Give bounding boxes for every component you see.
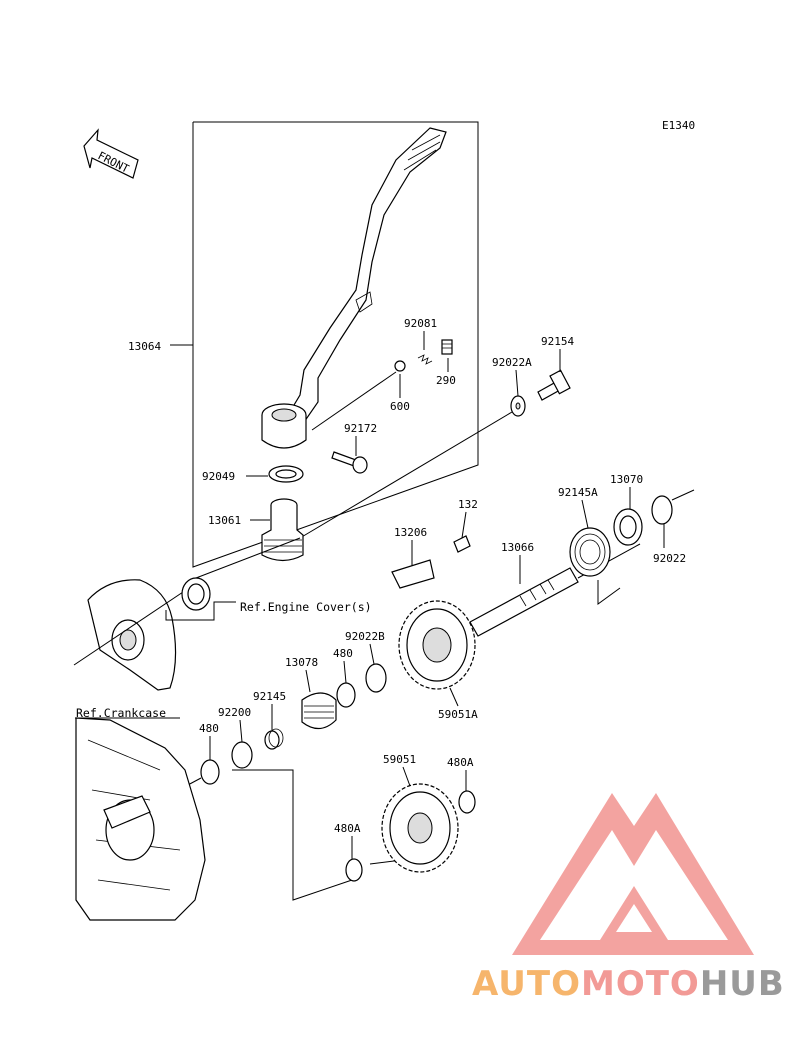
washer-92022a [299, 395, 526, 539]
label-92200: 92200 [218, 706, 251, 719]
oil-seal-92049 [268, 465, 304, 483]
washer-92200 [231, 741, 253, 769]
label-13066: 13066 [501, 541, 534, 554]
gear-59051 [381, 783, 459, 873]
ball-600 [311, 360, 406, 431]
label-92022b: 92022B [345, 630, 385, 643]
ref-engine-cover: Ref.Engine Cover(s) [240, 600, 372, 614]
kick-pedal-assembly-bracket [170, 121, 479, 568]
label-13064: 13064 [128, 340, 161, 353]
label-13061: 13061 [208, 514, 241, 527]
crankcase-outline [75, 717, 206, 921]
label-480-lower: 480 [199, 722, 219, 735]
kick-pedal-lever [261, 127, 447, 449]
label-600: 600 [390, 400, 410, 413]
label-480-upper: 480 [333, 647, 353, 660]
engine-cover-outline [73, 537, 301, 691]
watermark-text: AUTOMOTOHUB [472, 964, 785, 1004]
boss-13061 [261, 498, 304, 562]
label-92154: 92154 [541, 335, 574, 348]
kick-shaft-13066 [469, 543, 641, 637]
stopper-13206 [391, 559, 435, 589]
label-290: 290 [436, 374, 456, 387]
label-92049: 92049 [202, 470, 235, 483]
label-59051: 59051 [383, 753, 416, 766]
label-13070: 13070 [610, 473, 643, 486]
label-59051a: 59051A [438, 708, 478, 721]
ref-crankcase: Ref.Crankcase [76, 706, 166, 720]
watermark-moto: MOTO [581, 964, 700, 1004]
label-132: 132 [458, 498, 478, 511]
diagram-code: E1340 [662, 119, 695, 132]
spring-guide-13070 [613, 508, 643, 546]
watermark-auto: AUTO [472, 964, 581, 1004]
washer-92022 [651, 489, 695, 525]
circlip-480-upper [336, 682, 356, 708]
label-92022: 92022 [653, 552, 686, 565]
return-spring-92145a [569, 527, 621, 605]
leader-lines [209, 331, 665, 859]
automotohub-logo-icon [512, 793, 754, 955]
spring-92081 [417, 354, 433, 365]
label-92022a: 92022A [492, 356, 532, 369]
plug-290 [441, 339, 453, 355]
label-92145a: 92145A [558, 486, 598, 499]
ratchet-gear-13078 [301, 692, 337, 730]
washer-92022b [365, 663, 387, 693]
label-92081: 92081 [404, 317, 437, 330]
circlip-480-lower [185, 759, 220, 787]
lower-gear-link [232, 769, 403, 901]
label-13078: 13078 [285, 656, 318, 669]
bolt-92172 [331, 451, 368, 474]
label-13206: 13206 [394, 526, 427, 539]
circlip-480a-right [458, 790, 476, 814]
label-480a-right: 480A [447, 756, 474, 769]
bolt-132 [453, 535, 471, 553]
spring-92145 [264, 728, 284, 750]
label-92172: 92172 [344, 422, 377, 435]
watermark-hub: HUB [700, 964, 785, 1004]
gear-59051a [398, 600, 476, 690]
circlip-480a-left [345, 858, 363, 882]
bolt-92154 [537, 369, 571, 401]
label-480a-left: 480A [334, 822, 361, 835]
front-arrow-icon: FRONT [83, 128, 139, 179]
label-92145: 92145 [253, 690, 286, 703]
